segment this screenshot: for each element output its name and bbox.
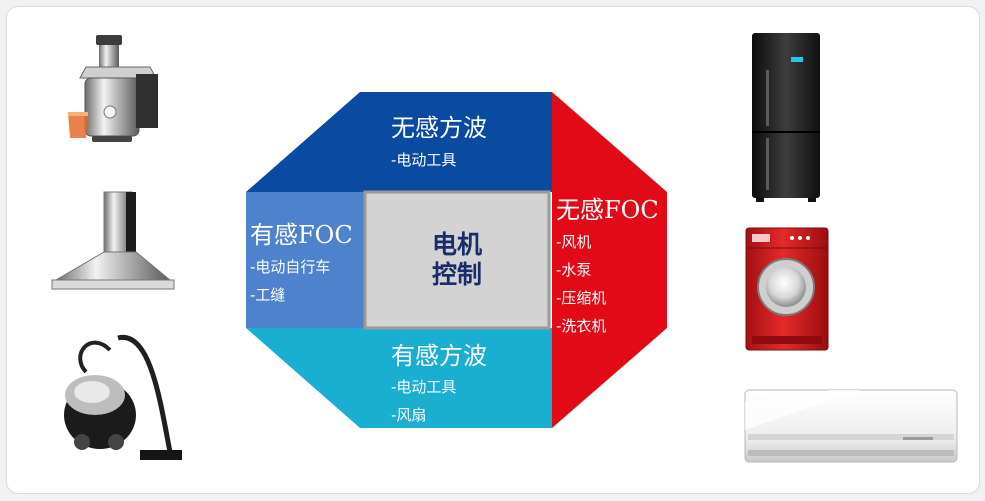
segment-left [246,192,365,328]
segment-left-item: -工缝 [250,286,286,304]
segment-right-item: -压缩机 [556,289,607,307]
refrigerator-icon [752,33,820,202]
washing-machine-icon [745,227,829,351]
center-label: 电机 控制 [365,192,549,328]
air-conditioner-icon [744,389,958,463]
range-hood-icon [51,191,175,290]
center-label-line1: 电机 [431,230,482,259]
segment-left-item: -电动自行车 [250,258,331,276]
segment-top-item: -电动工具 [391,151,457,169]
segment-right-item: -水泵 [556,261,592,279]
segment-bottom-title: 有感方波 [391,342,487,370]
segment-right-item: -洗衣机 [556,317,607,335]
segment-top-title: 无感方波 [391,114,487,142]
segment-bottom-item: -电动工具 [391,378,457,396]
segment-bottom [246,328,552,428]
segment-bottom-item: -风扇 [391,406,427,424]
segment-right [552,92,667,428]
segment-left-title: 有感FOC [250,221,353,249]
center-box [363,190,551,330]
segment-right-title: 无感FOC [556,196,659,224]
segment-top [246,92,552,192]
juicer-icon [68,35,158,142]
vacuum-cleaner-icon [64,335,182,460]
center-label-line2: 控制 [431,260,482,289]
segment-right-item: -风机 [556,233,592,251]
